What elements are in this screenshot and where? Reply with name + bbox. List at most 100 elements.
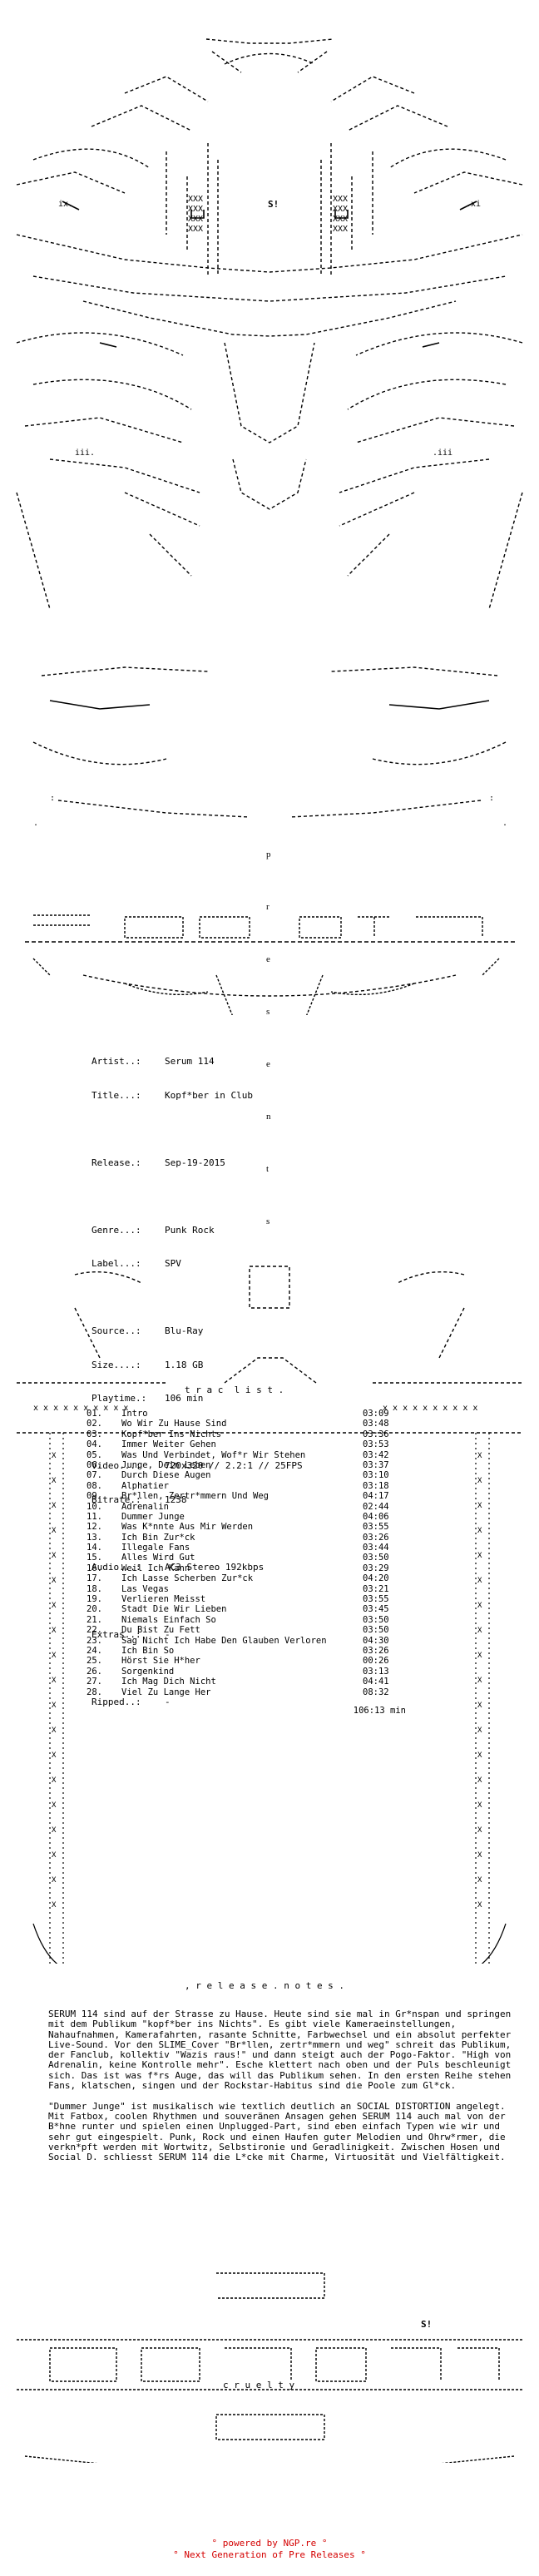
track-duration: 03:50 — [363, 1614, 389, 1625]
track-number: 20. — [87, 1604, 102, 1615]
svg-text:X: X — [477, 1477, 482, 1485]
svg-text:.: . — [33, 819, 38, 828]
svg-text:X: X — [477, 1527, 482, 1535]
track-duration: 03:37 — [363, 1459, 389, 1470]
info-label: Video...: — [91, 1460, 141, 1471]
track-title: Br*llen, Zertr*mmern Und Weg — [121, 1491, 270, 1502]
info-label: Label...: — [91, 1258, 141, 1269]
track-title: Du Bist Zu Fett — [121, 1625, 200, 1636]
track-title: Verlieren Meisst — [121, 1594, 206, 1605]
track-number: 13. — [87, 1532, 102, 1543]
track-title: Alphatier — [121, 1480, 169, 1491]
track-duration: 04:06 — [363, 1511, 389, 1522]
svg-text:X: X — [52, 1477, 57, 1485]
svg-text:X: X — [477, 1826, 482, 1835]
track-number: 09. — [87, 1491, 102, 1502]
logo-tag: S! — [421, 2319, 433, 2330]
info-label: Audio...: — [91, 1561, 141, 1573]
track-duration: 03:55 — [363, 1594, 389, 1605]
track-duration: 03:42 — [363, 1449, 389, 1460]
svg-text:X: X — [477, 1876, 482, 1885]
svg-text:X: X — [477, 1502, 482, 1510]
info-value: Punk Rock — [165, 1224, 215, 1236]
track-number: 10. — [87, 1501, 102, 1512]
svg-text:X: X — [52, 1851, 57, 1860]
svg-text:X: X — [477, 1702, 482, 1710]
svg-text:S!: S! — [268, 199, 279, 210]
info-value: SPV — [165, 1258, 181, 1269]
track-duration: 03:53 — [363, 1439, 389, 1450]
track-number: 26. — [87, 1666, 102, 1677]
info-release-date: Release.:Sep-19-2015 — [91, 1157, 303, 1169]
info-title: Title...:Kopf*ber in Club — [91, 1090, 303, 1102]
svg-text:X: X — [477, 1751, 482, 1760]
track-title: Ich Bin So — [121, 1645, 175, 1656]
svg-text:XXX: XXX — [333, 205, 348, 214]
track-duration: 03:10 — [363, 1470, 389, 1481]
info-genre: Genre...:Punk Rock — [91, 1225, 303, 1236]
footer-powered-by: ° powered by NGP.re ° — [211, 2538, 328, 2549]
track-title: Was Und Verbindet, Wof*r Wir Stehen — [121, 1449, 306, 1460]
track-title: Sorgenkind — [121, 1666, 175, 1677]
svg-text:XXX: XXX — [188, 195, 203, 204]
svg-text:ix.: ix. — [58, 200, 73, 209]
track-title: Ich Lasse Scherben Zur*ck — [121, 1573, 254, 1584]
info-bitrate: Bitrate.:1238 — [91, 1494, 303, 1506]
track-number: 02. — [87, 1419, 102, 1429]
svg-text:XXX: XXX — [333, 195, 348, 204]
track-title: Adrenalin — [121, 1501, 169, 1512]
track-number: 18. — [87, 1583, 102, 1594]
svg-text:X: X — [477, 1901, 482, 1910]
svg-text:X: X — [52, 1776, 57, 1785]
info-source: Source..:Blu-Ray — [91, 1325, 303, 1337]
header-ascii-art: XXX XXX XXX XXX XXX XXX XXX XXX ix. .xi … — [0, 8, 539, 840]
track-number: 14. — [87, 1543, 102, 1553]
track-duration: 02:44 — [363, 1501, 389, 1512]
track-number: 06. — [87, 1459, 102, 1470]
info-label: Ripped..: — [91, 1696, 141, 1707]
svg-text:.iii: .iii — [433, 448, 452, 458]
track-number: 19. — [87, 1594, 102, 1605]
presents-letter: e — [266, 954, 270, 964]
svg-text:iii.: iii. — [75, 448, 95, 458]
info-label: Extras..: — [91, 1628, 141, 1640]
info-value: 720x320 // 2.2:1 // 25FPS — [165, 1460, 303, 1471]
track-row: 09. Br*llen, Zertr*mmern Und Weg 04:17 — [87, 1491, 436, 1501]
svg-text:X: X — [477, 1851, 482, 1860]
svg-text::: : — [50, 794, 55, 803]
svg-text:X: X — [52, 1602, 57, 1610]
track-title: Stadt Die Wir Lieben — [121, 1604, 227, 1615]
track-duration: 00:26 — [363, 1656, 389, 1667]
svg-text:.: . — [502, 819, 507, 828]
track-row: 19. Verlieren Meisst 03:55 — [87, 1594, 436, 1604]
svg-text:X: X — [477, 1801, 482, 1810]
info-video: Video...: 720x320 // 2.2:1 // 25FPS — [91, 1460, 303, 1472]
track-title: Las Vegas — [121, 1583, 169, 1594]
svg-text:X: X — [52, 1502, 57, 1510]
svg-text:X: X — [52, 1826, 57, 1835]
svg-text:.xi: .xi — [466, 200, 481, 209]
track-title: Dummer Junge — [121, 1511, 185, 1522]
svg-text:X: X — [477, 1552, 482, 1560]
track-duration: 03:55 — [363, 1522, 389, 1533]
track-number: 07. — [87, 1470, 102, 1481]
release-notes-paragraph: "Dummer Junge" ist musikalisch wie textl… — [48, 2100, 512, 2163]
track-duration: 08:32 — [363, 1687, 389, 1697]
svg-text:X: X — [52, 1702, 57, 1710]
svg-text:XXX: XXX — [333, 215, 348, 224]
track-number: 22. — [87, 1625, 102, 1636]
track-number: 08. — [87, 1480, 102, 1491]
info-value: - — [165, 1628, 171, 1640]
track-duration: 04:17 — [363, 1491, 389, 1502]
